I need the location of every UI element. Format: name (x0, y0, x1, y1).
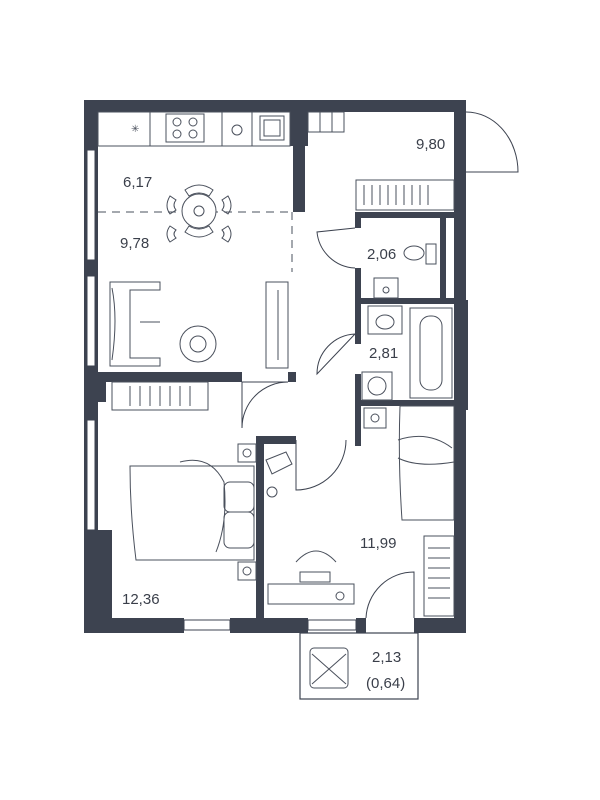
area-kitchen: 6,17 (123, 174, 152, 191)
area-wc: 2,06 (367, 246, 396, 263)
area-balcony-coef: (0,64) (366, 675, 405, 692)
bedroom-2-furniture (265, 405, 455, 617)
balcony-door (365, 571, 415, 619)
svg-text:✳: ✳ (131, 124, 139, 135)
kitchen-furniture: ✳ (97, 111, 293, 272)
area-living: 9,78 (120, 235, 149, 252)
window-bedroom-1-bottom (183, 619, 231, 631)
hallway-furniture (307, 111, 455, 211)
interior-walls (98, 112, 466, 618)
area-balcony: 2,13 (372, 649, 401, 666)
wc-door (316, 227, 356, 269)
window-living (86, 149, 96, 261)
area-hallway: 9,80 (416, 136, 445, 153)
window-bedroom-1 (86, 419, 96, 531)
living-furniture (109, 281, 289, 369)
entrance-door (465, 111, 519, 173)
bedroom-2-door (295, 439, 347, 491)
window-bedroom-2-bottom (307, 619, 357, 631)
area-bedroom-2: 11,99 (360, 535, 396, 552)
windows (86, 149, 357, 631)
bedroom-1-furniture (111, 381, 257, 581)
area-labels: 6,17 9,78 9,80 2,06 2,81 11,99 12,36 2,1… (120, 136, 445, 692)
area-bedroom-1: 12,36 (122, 591, 160, 608)
window-living-2 (86, 275, 96, 367)
area-bathroom: 2,81 (369, 345, 398, 362)
balcony (299, 632, 419, 700)
living-door (241, 381, 289, 429)
bathroom-door (316, 333, 356, 376)
bathroom-fixtures (361, 305, 453, 401)
wc-fixtures (373, 243, 437, 299)
doors (241, 111, 519, 619)
